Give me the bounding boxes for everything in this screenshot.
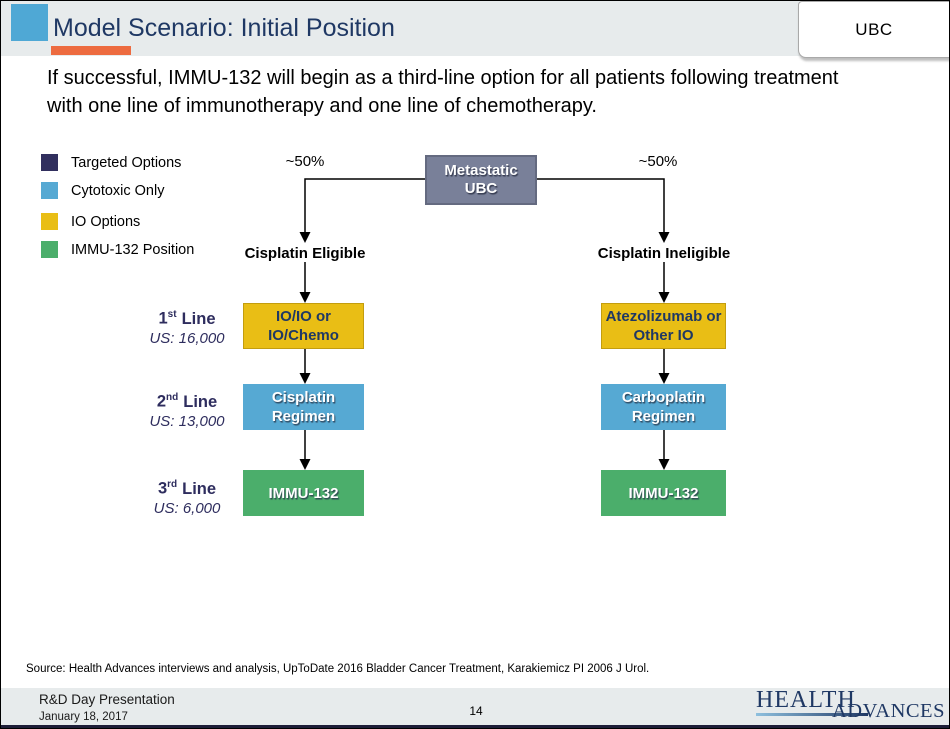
branch-pct-left: ~50% [285,153,325,170]
accent-underline [51,46,131,55]
node-line: IMMU-132 [268,484,339,502]
logo-word-advances: ADVANCES [832,700,945,722]
legend-swatch-immu [41,241,58,258]
node-metastatic-ubc: Metastatic UBC [425,155,537,205]
row-ordinal: 3 [157,479,168,498]
node-metastatic-ubc-line2: UBC [464,180,498,197]
node-io-io-chemo: IO/IO or IO/Chemo [243,303,364,349]
node-cisplatin-regimen: Cisplatin Regimen [243,384,364,430]
node-metastatic-ubc-line1: Metastatic [444,162,518,179]
legend-swatch-cytotoxic [41,182,58,199]
node-line: Carboplatin [621,389,706,406]
legend-swatch-targeted [41,154,58,171]
legend-item-io: IO Options [41,213,140,230]
node-line: Cisplatin [271,389,336,406]
row-ordinal-suffix: nd [166,392,179,403]
row-count: US: 13,000 [149,412,225,430]
health-advances-logo: HEALTH ADVANCES [756,687,944,725]
row-count: US: 6,000 [153,499,221,517]
page-title: Model Scenario: Initial Position [53,14,395,42]
legend-label-cytotoxic: Cytotoxic Only [71,182,165,199]
node-line: IO/IO or [275,308,331,325]
logo-gradient-rule [756,713,868,716]
legend-label-io: IO Options [71,213,141,230]
row-label-1st-line: 1st Line US: 16,000 [107,305,267,348]
row-ordinal-suffix: rd [167,479,178,490]
footer-date: January 18, 2017 [39,711,128,723]
node-immu-132-right: IMMU-132 [601,470,726,516]
subtitle-line-2: with one line of immunotherapy and one l… [47,94,597,117]
row-label-3rd-line: 3rd Line US: 6,000 [107,475,267,518]
row-ordinal: 2 [156,392,167,411]
row-ordinal-suffix: st [167,309,177,320]
subtitle-line-1: If successful, IMMU-132 will begin as a … [47,67,839,89]
node-immu-132-left: IMMU-132 [243,470,364,516]
page-number: 14 [469,704,483,718]
bottom-bar [1,725,949,728]
branch-pct-right: ~50% [638,153,678,170]
row-ordinal: 1 [158,309,168,328]
row-word: Line [181,309,216,328]
header-band [1,1,949,56]
subtitle: If successful, IMMU-132 will begin as a … [47,65,917,120]
node-line: Atezolizumab or [605,308,722,325]
legend-item-cytotoxic: Cytotoxic Only [41,182,164,199]
accent-square [11,4,48,41]
source-note: Source: Health Advances interviews and a… [26,663,650,675]
node-line: Other IO [633,327,694,344]
node-line: Regimen [631,408,696,425]
legend-label-immu: IMMU-132 Position [71,241,195,258]
node-atezolizumab-other-io: Atezolizumab or Other IO [601,303,726,349]
tab-ubc[interactable]: UBC [798,1,949,58]
node-line: Regimen [271,408,336,425]
row-count: US: 16,000 [149,329,225,347]
legend-item-immu: IMMU-132 Position [41,241,194,258]
footer-presentation-title: R&D Day Presentation [39,692,175,707]
legend-label-targeted: Targeted Options [71,154,182,171]
node-line: IO/Chemo [268,327,339,344]
row-word: Line [183,392,218,411]
logo-word-health: HEALTH [756,687,856,713]
node-line: IMMU-132 [628,484,699,502]
node-carboplatin-regimen: Carboplatin Regimen [601,384,726,430]
branch-header-ineligible: Cisplatin Ineligible [597,245,731,262]
legend-item-targeted: Targeted Options [41,154,181,171]
branch-header-eligible: Cisplatin Eligible [244,245,366,262]
row-word: Line [182,479,217,498]
legend-swatch-io [41,213,58,230]
row-label-2nd-line: 2nd Line US: 13,000 [107,388,267,431]
tab-ubc-label: UBC [855,19,893,39]
footer-band [1,688,949,726]
